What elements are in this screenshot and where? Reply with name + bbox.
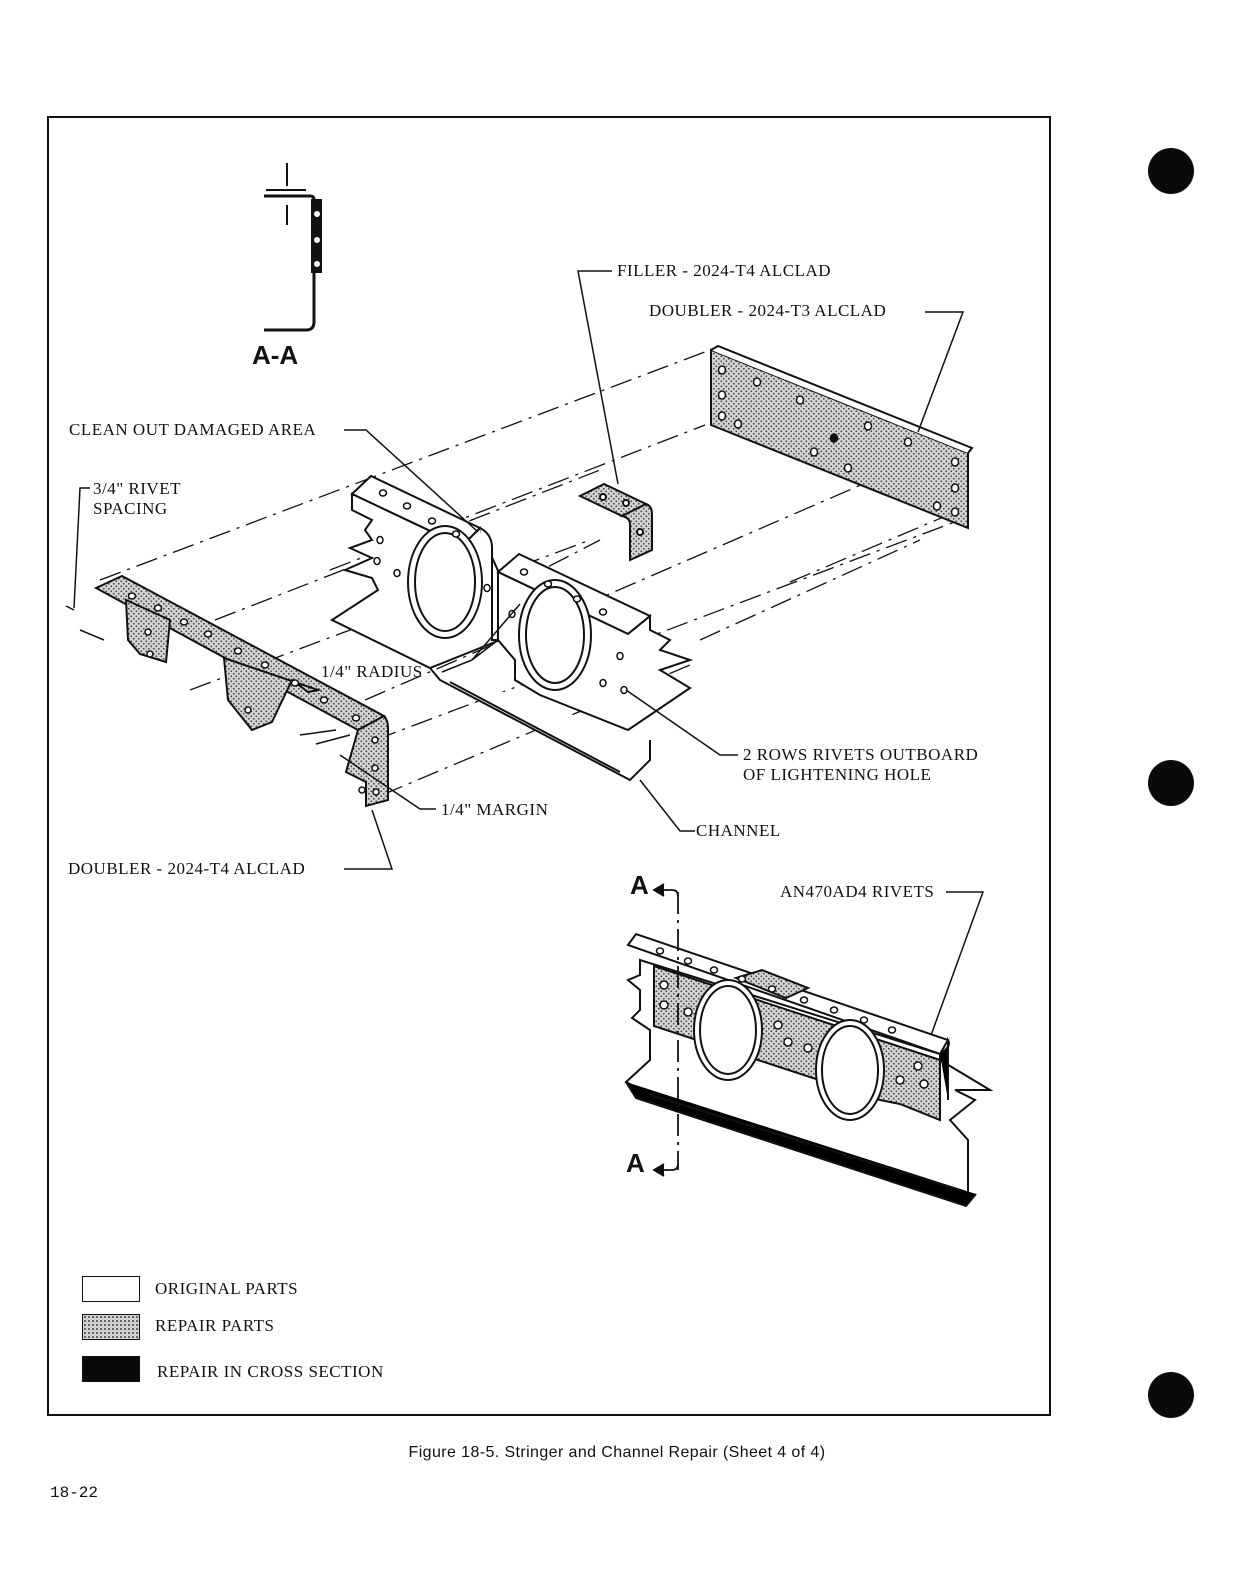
legend-swatch-cross-section	[82, 1356, 140, 1382]
figure-caption: Figure 18-5. Stringer and Channel Repair…	[408, 1444, 826, 1461]
channel-holes	[508, 568, 628, 695]
assembled-view	[624, 932, 994, 1208]
callout-margin: 1/4" MARGIN	[441, 800, 549, 819]
assembled-view-rivets	[655, 947, 929, 1089]
callout-rivet-spacing-line2: SPACING	[93, 499, 168, 518]
leader-lines	[65, 270, 985, 1061]
callout-rows-rivets-line2: OF LIGHTENING HOLE	[743, 765, 932, 784]
callout-rows-rivets: 2 ROWS RIVETS OUTBOARD	[743, 745, 979, 764]
legend-swatch-original	[82, 1276, 140, 1302]
section-a-a-view	[264, 163, 322, 332]
stringer-left-holes	[373, 489, 491, 593]
section-marker-top: A	[630, 870, 649, 900]
legend-swatch-repair	[82, 1314, 140, 1340]
callout-rivet-spacing: 3/4" RIVET	[93, 479, 181, 498]
callout-an470-rivets: AN470AD4 RIVETS	[780, 882, 935, 901]
punch-hole-bottom	[1148, 1372, 1194, 1418]
callout-doubler-t4: DOUBLER - 2024-T4 ALCLAD	[68, 859, 306, 878]
callout-clean-out: CLEAN OUT DAMAGED AREA	[69, 420, 317, 439]
callout-doubler-t3: DOUBLER - 2024-T3 ALCLAD	[649, 301, 887, 320]
section-a-a-label: A-A	[252, 340, 299, 370]
doubler-t3-rivets	[717, 365, 960, 517]
section-marker-bottom: A	[626, 1148, 645, 1178]
section-cut-line	[652, 883, 679, 1177]
punch-hole-middle	[1148, 760, 1194, 806]
doubler-t4-part	[93, 574, 389, 808]
callout-channel: CHANNEL	[696, 821, 781, 840]
channel-part	[429, 552, 694, 782]
legend-label-repair: REPAIR PARTS	[155, 1316, 275, 1335]
callout-radius: 1/4" RADIUS	[321, 662, 423, 681]
filler-part	[577, 482, 653, 562]
legend-label-original: ORIGINAL PARTS	[155, 1279, 299, 1298]
figure-frame	[47, 116, 1051, 1416]
doubler-t3-part	[710, 344, 974, 530]
callout-filler: FILLER - 2024-T4 ALCLAD	[617, 261, 832, 280]
punch-hole-top	[1148, 148, 1194, 194]
page-number: 18-22	[50, 1484, 99, 1502]
legend-label-cross-section: REPAIR IN CROSS SECTION	[157, 1362, 384, 1381]
stringer-left-segment	[329, 474, 501, 670]
doubler-t4-rivets	[127, 592, 380, 796]
